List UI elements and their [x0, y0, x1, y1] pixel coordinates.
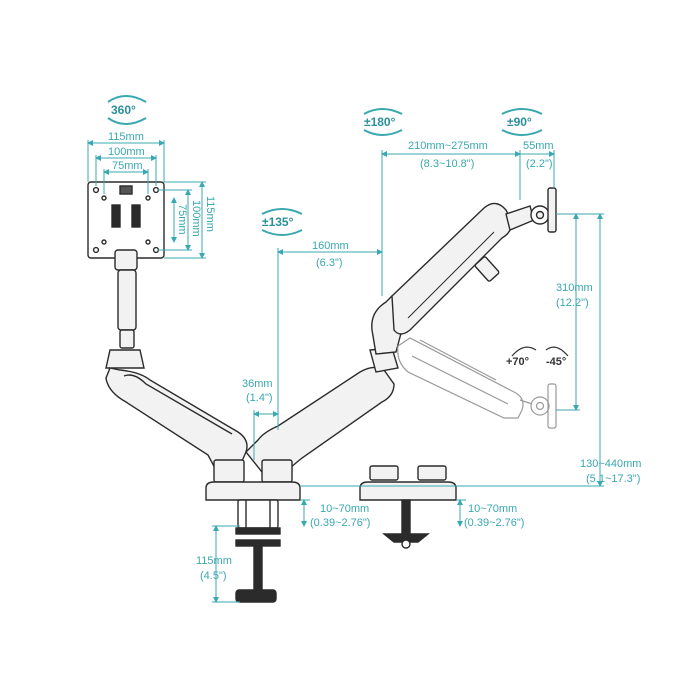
- head-depth-in-label: (2.2"): [526, 158, 553, 170]
- tilt-90-label: ±90°: [507, 115, 532, 129]
- clamp-range-1-in-label: (0.39~2.76"): [310, 517, 371, 529]
- vesa-height-115-label: 115mm: [204, 196, 216, 232]
- clamp-range-1-mm-label: 10~70mm: [320, 503, 370, 515]
- vesa-plate: [87, 181, 165, 259]
- vesa-height-100-label: 100mm: [190, 200, 202, 237]
- clamp-depth-in-label: (4.5"): [200, 570, 227, 582]
- pole-gap-in-label: (1.4"): [246, 392, 273, 404]
- vesa-width-100-label: 100mm: [108, 146, 145, 158]
- clamp-depth-mm-label: 115mm: [196, 555, 232, 567]
- clamp-range-2-in-label: (0.39~2.76"): [464, 517, 525, 529]
- arm-dimension-lines: [212, 150, 604, 603]
- height-range-mm-label: 130~440mm: [580, 458, 642, 470]
- tilt-up-label: +70°: [506, 356, 530, 368]
- vesa-width-115-label: 115mm: [108, 131, 144, 143]
- pole-gap-mm-label: 36mm: [242, 378, 273, 390]
- arm-reach-mm-label: 210mm~275mm: [408, 140, 488, 152]
- swivel-360-label: 360°: [111, 103, 136, 117]
- rotate-180-label: ±180°: [364, 115, 396, 129]
- clamp-range-2-mm-label: 10~70mm: [468, 503, 518, 515]
- arm-length-in-label: (6.3"): [316, 257, 343, 269]
- left-arm: [105, 249, 248, 471]
- right-arm: [245, 187, 557, 473]
- arm-length-mm-label: 160mm: [312, 240, 349, 252]
- vesa-dimension-lines: [87, 140, 206, 259]
- vertical-travel-in-label: (12.2"): [556, 297, 589, 309]
- head-depth-mm-label: 55mm: [523, 140, 554, 152]
- grommet-mount: [359, 465, 457, 549]
- arm-reach-in-label: (8.3~10.8"): [420, 158, 475, 170]
- tilt-down-label: -45°: [546, 356, 567, 368]
- ghost-arm: [397, 337, 557, 429]
- rotate-135-label: ±135°: [262, 215, 294, 229]
- vesa-height-75-label: 75mm: [176, 204, 188, 235]
- vesa-width-75-label: 75mm: [112, 160, 143, 172]
- rotation-arrows: [107, 95, 569, 357]
- vertical-travel-mm-label: 310mm: [556, 282, 593, 294]
- left-clamp: [205, 459, 301, 603]
- height-range-in-label: (5.1~17.3"): [586, 473, 641, 485]
